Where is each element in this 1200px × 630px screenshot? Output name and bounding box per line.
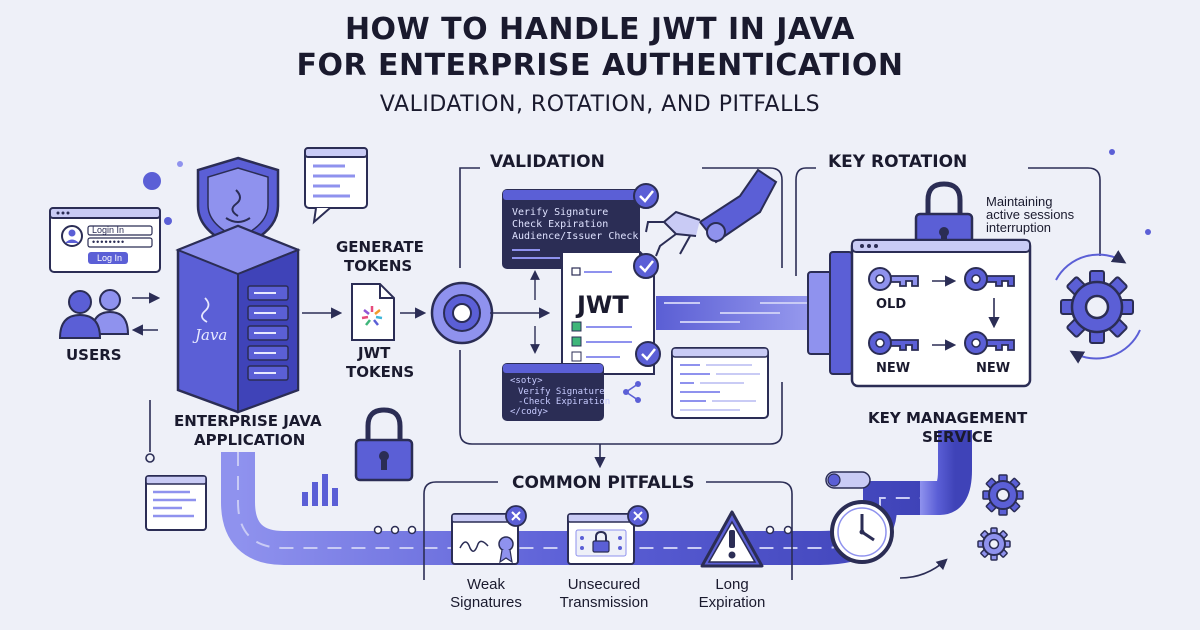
pitfall-transmission-line1: Unsecured	[567, 576, 641, 593]
jwt-tokens-label-line2: TOKENS	[346, 363, 415, 381]
gear-icon-small-top	[982, 474, 1024, 516]
server-racks	[247, 285, 289, 381]
old-key-label: OLD	[876, 297, 907, 312]
pipeline-nodes	[373, 525, 793, 535]
new-key-right-label: NEW	[976, 361, 1011, 376]
code-line-4: </cody>	[510, 407, 548, 417]
code-line-1: <soty>	[510, 376, 543, 386]
kms-label-line1: KEY MANAGEMENT	[868, 409, 1028, 427]
new-key-right-icon	[964, 331, 1015, 355]
rotated-key-icon	[964, 267, 1015, 291]
jwt-document-label: JWT	[577, 291, 629, 319]
kms-label-line2: SERVICE	[922, 428, 994, 446]
log-window	[145, 475, 207, 531]
check-badge-bottom	[635, 341, 661, 367]
login-window	[49, 207, 161, 273]
shield-icon	[196, 156, 280, 250]
login-password-mask: ••••••••	[92, 237, 126, 247]
clock-to-kms-arrow	[899, 558, 948, 579]
gear-icon-small-bottom	[977, 527, 1011, 561]
rotation-frame-left	[795, 167, 816, 276]
page-title-line2: FOR ENTERPRISE AUTHENTICATION	[296, 48, 904, 83]
vault-connector	[807, 251, 853, 375]
rotation-gear-icon	[1060, 270, 1134, 344]
unsecured-transmission-icon	[567, 505, 649, 565]
pitfall-expiration-line2: Expiration	[698, 594, 766, 611]
rotation-note-line2: active sessions	[986, 207, 1075, 222]
page-title-line1: HOW TO HANDLE JWT IN JAVA	[344, 12, 856, 47]
generate-label-line2: TOKENS	[344, 257, 413, 275]
validation-check-1: Verify Signature	[512, 207, 609, 218]
chat-window-icon	[304, 147, 368, 225]
validation-check-2: Check Expiration	[512, 219, 609, 230]
validation-title: VALIDATION	[482, 152, 613, 172]
check-badge-mid	[633, 253, 659, 279]
new-key-left-label: NEW	[876, 361, 911, 376]
bar-chart-icon	[302, 474, 338, 506]
code-window	[671, 347, 769, 419]
decorative-dots	[143, 149, 1151, 235]
check-badge-top	[633, 183, 659, 209]
validation-check-3: Audience/Issuer Check	[512, 231, 639, 242]
clock-icon	[830, 500, 894, 564]
validation-check-panel	[502, 189, 640, 269]
users-icon	[58, 289, 130, 339]
java-server-label: Java	[195, 326, 228, 344]
code-panel	[502, 363, 604, 421]
pitfall-weak-line1: Weak	[466, 576, 506, 593]
rotation-note-line3: interruption	[986, 220, 1052, 235]
validation-frame-right-top	[702, 167, 783, 268]
weak-signature-icon	[451, 505, 527, 565]
login-button-label: Log In	[97, 253, 123, 263]
share-icon	[623, 381, 641, 403]
warning-icon	[700, 510, 764, 568]
login-field-label: Login In	[92, 225, 125, 235]
validation-ring-icon	[430, 281, 494, 345]
code-line-3: -Check Expiration	[518, 397, 611, 407]
jwt-token-document	[351, 283, 395, 341]
page-subtitle: VALIDATION, ROTATION, AND PITFALLS	[379, 92, 821, 117]
jwt-tokens-label-line1: JWT	[358, 344, 391, 362]
rotation-note-line1: Maintaining	[986, 194, 1053, 209]
pitfall-weak-line2: Signatures	[450, 594, 522, 611]
pitfall-transmission-line2: Transmission	[559, 594, 649, 611]
validation-frame-bottom	[459, 350, 783, 445]
old-key-icon	[868, 267, 919, 291]
gear-cycle-arrow-top	[1055, 250, 1127, 281]
padlock-icon-bottom	[354, 407, 414, 482]
pitfalls-frame-right	[706, 481, 793, 580]
pitfalls-title: COMMON PITFALLS	[504, 473, 703, 493]
app-label-line2: APPLICATION	[194, 431, 306, 449]
gear-cycle-arrow-bottom	[1069, 329, 1141, 364]
data-beam	[656, 296, 816, 330]
generate-label-line1: GENERATE	[336, 238, 424, 256]
validation-frame-left-top	[459, 167, 480, 268]
pitfalls-frame-left	[423, 481, 498, 580]
users-label: USERS	[66, 346, 122, 364]
toggle-switch-icon	[825, 471, 871, 489]
key-rotation-title: KEY ROTATION	[820, 152, 976, 172]
code-line-2: Verify Signature	[518, 387, 605, 397]
rotation-frame-right	[1028, 167, 1101, 256]
pitfall-expiration-line1: Long	[715, 576, 749, 593]
app-label-line1: ENTERPRISE JAVA	[174, 412, 322, 430]
robot-arm-icon	[645, 168, 778, 257]
new-key-left-icon	[868, 331, 919, 355]
jwt-document	[561, 251, 655, 375]
